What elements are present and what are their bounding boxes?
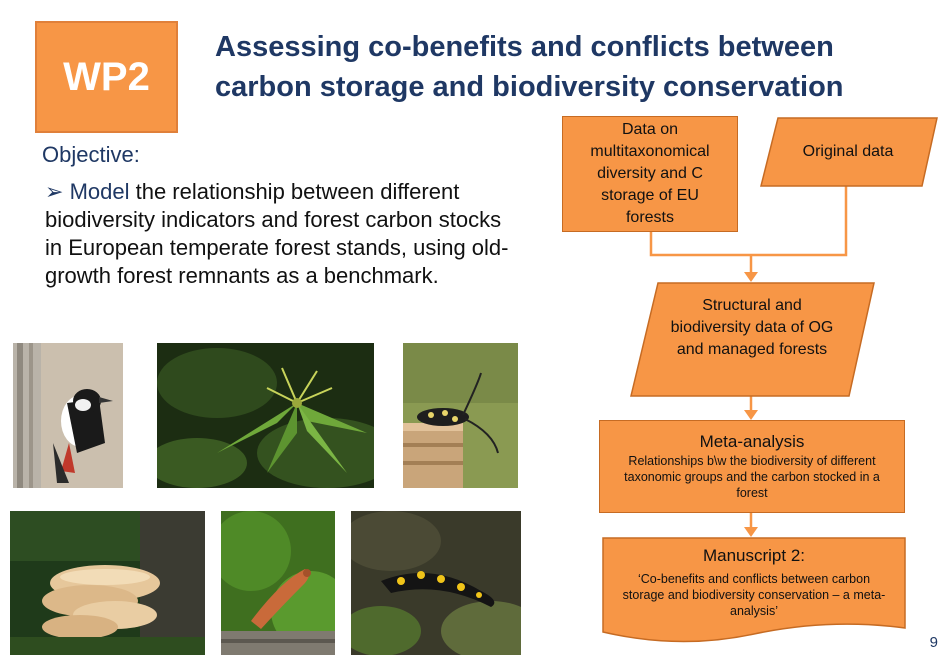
node-eu-data: Data on multitaxonomical diversity and C… xyxy=(562,116,738,232)
node-structural-data: Structural and biodiversity data of OG a… xyxy=(662,295,842,361)
node-meta-analysis-text: Relationships b\w the biodiversity of di… xyxy=(610,453,895,501)
node-manuscript: Manuscript 2: ‘Co-benefits and conflicts… xyxy=(603,545,905,619)
page-number: 9 xyxy=(930,634,938,651)
node-original-data: Original data xyxy=(778,141,918,163)
node-original-data-text: Original data xyxy=(803,143,894,160)
node-manuscript-text: ‘Co-benefits and conflicts between carbo… xyxy=(619,571,889,619)
node-structural-data-text: Structural and biodiversity data of OG a… xyxy=(671,297,834,358)
node-meta-analysis-title: Meta-analysis xyxy=(700,431,805,453)
node-manuscript-title: Manuscript 2: xyxy=(603,545,905,567)
node-eu-data-text: Data on multitaxonomical diversity and C… xyxy=(575,119,725,229)
node-meta-analysis: Meta-analysis Relationships b\w the biod… xyxy=(599,420,905,513)
